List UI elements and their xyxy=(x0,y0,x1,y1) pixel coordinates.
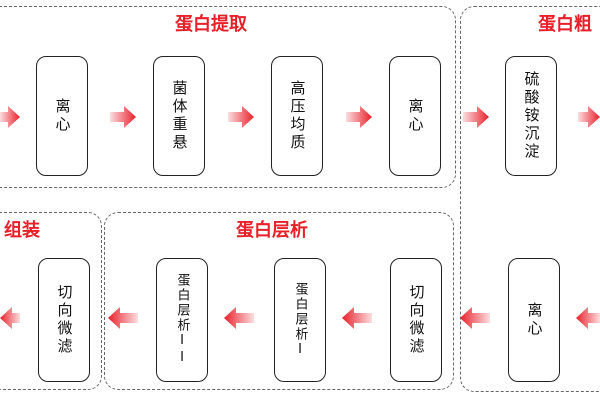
group-title-protein-crude: 蛋白粗 xyxy=(538,14,592,35)
step-label-homogenize: 高压均质 xyxy=(288,80,307,152)
step-box-tangential-filtration-1: 切向微滤 xyxy=(390,258,442,382)
step-label-centrifuge-2: 离心 xyxy=(406,98,425,134)
group-title-assembly: 组装 xyxy=(4,220,40,241)
step-box-chromatography-2: 蛋白层析II xyxy=(156,258,208,382)
step-box-centrifuge-2: 离心 xyxy=(389,56,441,176)
step-label-tangential-filtration-1: 切向微滤 xyxy=(407,284,426,356)
step-label-centrifuge-1: 离心 xyxy=(53,98,72,134)
step-label-resuspend: 菌体重悬 xyxy=(170,80,189,152)
group-protein-chromatography xyxy=(104,212,454,390)
step-label-centrifuge-3: 离心 xyxy=(525,302,544,338)
step-box-tangential-filtration-2: 切向微滤 xyxy=(38,258,90,382)
step-box-resuspend: 菌体重悬 xyxy=(153,56,205,176)
step-box-centrifuge-3: 离心 xyxy=(508,258,560,382)
step-box-homogenize: 高压均质 xyxy=(271,56,323,176)
group-title-protein-chromatography: 蛋白层析 xyxy=(236,220,308,241)
step-label-tangential-filtration-2: 切向微滤 xyxy=(55,284,74,356)
step-label-chromatography-1: 蛋白层析I xyxy=(292,281,308,359)
group-title-protein-extraction: 蛋白提取 xyxy=(175,14,247,35)
group-assembly xyxy=(0,212,102,390)
group-protein-extraction xyxy=(0,6,456,188)
step-label-chromatography-2: 蛋白层析II xyxy=(174,273,190,367)
step-box-centrifuge-1: 离心 xyxy=(36,56,88,176)
step-box-ammonium-sulfate-precipitation: 硫酸铵沉淀 xyxy=(505,56,557,176)
step-box-chromatography-1: 蛋白层析I xyxy=(274,258,326,382)
step-label-ammonium-sulfate-precipitation: 硫酸铵沉淀 xyxy=(522,71,541,161)
group-protein-crude xyxy=(460,6,600,392)
